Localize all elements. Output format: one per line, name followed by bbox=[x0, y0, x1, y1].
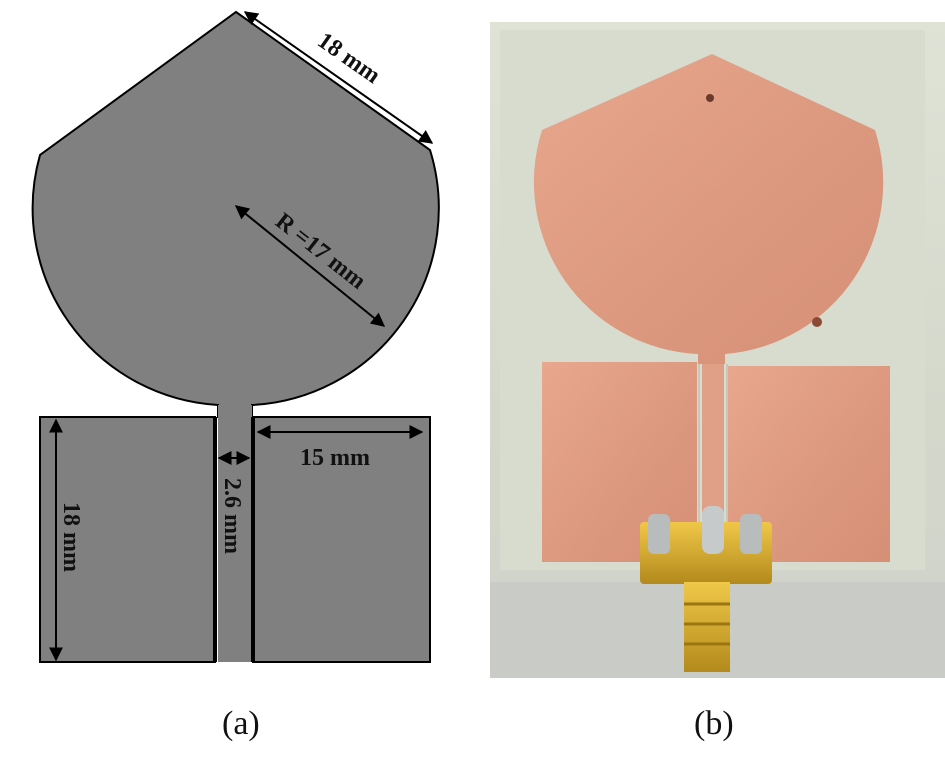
feed-line bbox=[218, 405, 252, 662]
caption-b: (b) bbox=[694, 705, 734, 742]
fabricated-antenna-photo bbox=[490, 22, 945, 678]
antenna-design-diagram: 18 mm R =17 mm 15 mm 2.6 mm 18 mm bbox=[0, 0, 470, 690]
top-edge-dim-arrow bbox=[243, 11, 434, 144]
caption-a: (a) bbox=[222, 705, 260, 742]
ground-plane-left bbox=[39, 416, 216, 663]
radius-dim-arrow bbox=[234, 205, 386, 327]
ground-height-dim-label: 18 mm bbox=[58, 502, 84, 572]
ground-width-dim-label: 15 mm bbox=[300, 445, 370, 471]
copper-feed-line bbox=[702, 364, 724, 524]
sma-connector bbox=[640, 506, 772, 672]
copper-patch bbox=[533, 54, 884, 364]
fabricated-antenna-svg bbox=[490, 30, 945, 678]
antenna-design-svg: 18 mm R =17 mm 15 mm 2.6 mm 18 mm bbox=[31, 10, 440, 663]
feed-width-dim-label: 2.6 mm bbox=[219, 478, 245, 554]
